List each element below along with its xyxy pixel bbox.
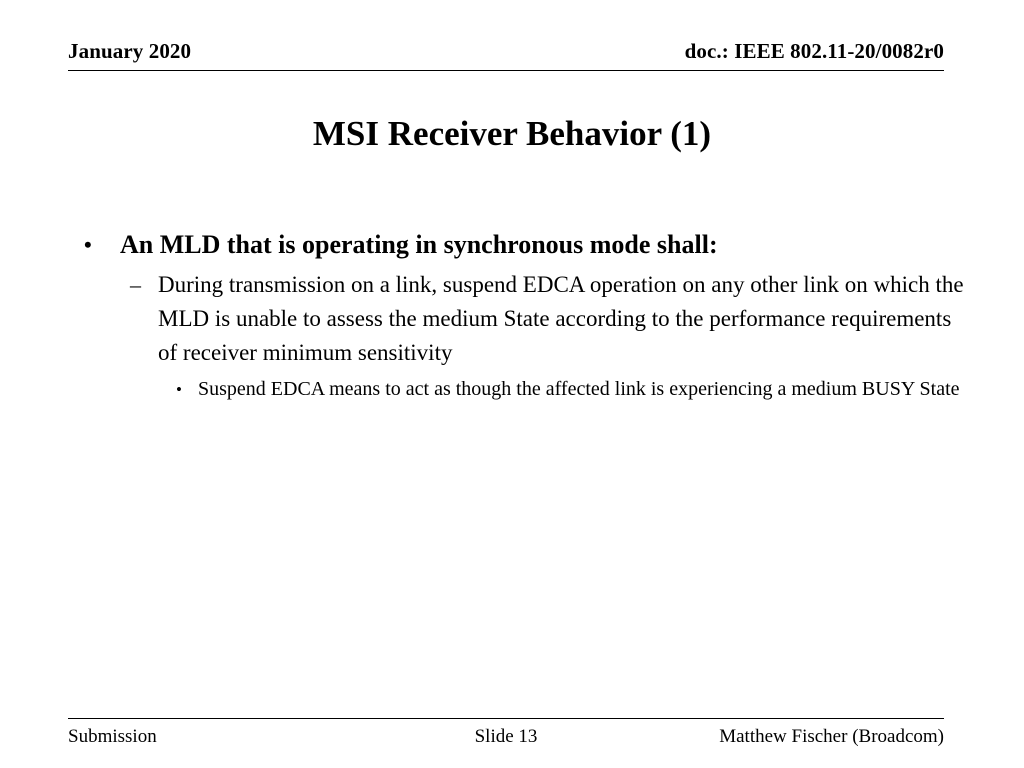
bullet-text: An MLD that is operating in synchronous … — [120, 230, 718, 259]
header-date: January 2020 — [68, 39, 192, 63]
page-title: MSI Receiver Behavior (1) — [312, 114, 712, 153]
footer-divider — [68, 718, 944, 719]
footer-author: Matthew Fischer (Broadcom) — [719, 726, 944, 747]
bullet-marker-icon: • — [84, 232, 92, 257]
bullet-text: Suspend EDCA means to act as though the … — [198, 378, 960, 400]
footer-slide-number: Slide 13 — [474, 726, 538, 747]
bullet-text: During transmission on a link, suspend E… — [158, 272, 964, 365]
bullet-level-1: • An MLD that is operating in synchronou… — [84, 228, 964, 262]
bullet-level-2: – During transmission on a link, suspend… — [130, 268, 964, 370]
slide-body: • An MLD that is operating in synchronou… — [84, 228, 964, 405]
bullet-level-3: • Suspend EDCA means to act as though th… — [176, 374, 964, 405]
bullet-marker-icon: • — [176, 380, 182, 399]
header-divider — [68, 70, 944, 71]
slide-header: January 2020 doc.: IEEE 802.11-20/0082r0 — [68, 38, 944, 72]
header-document-number: doc.: IEEE 802.11-20/0082r0 — [684, 39, 944, 63]
slide-footer: Submission Slide 13 Matthew Fischer (Bro… — [68, 724, 944, 750]
dash-marker-icon: – — [130, 272, 141, 297]
footer-submission-label: Submission — [68, 726, 157, 747]
